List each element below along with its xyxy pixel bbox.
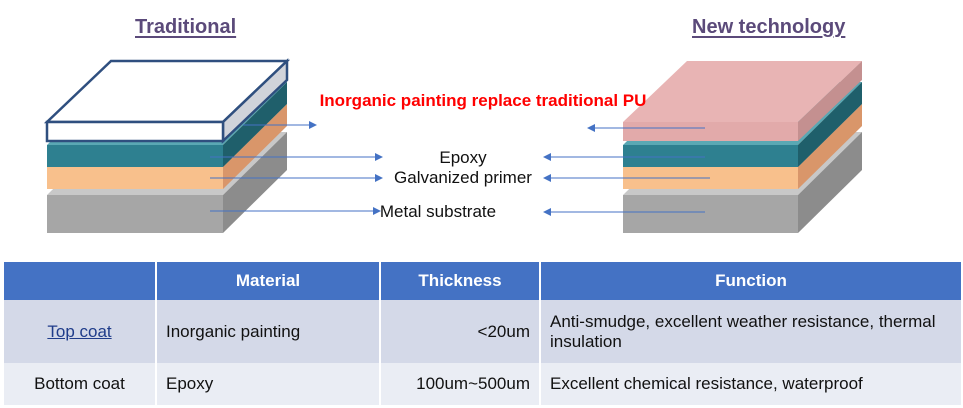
header-empty <box>4 262 157 300</box>
header-function: Function <box>540 262 963 300</box>
header-material: Material <box>156 262 381 300</box>
metal-substrate-label: Metal substrate <box>379 202 497 221</box>
epoxy-label: Epoxy <box>439 148 487 167</box>
function-cell: Anti-smudge, excellent weather resistanc… <box>540 300 963 363</box>
table-row: Bottom coat Epoxy 100um~500um Excellent … <box>4 363 963 405</box>
new-inorganic-top-coat <box>623 61 862 141</box>
new-technology-heading: New technology <box>692 16 846 38</box>
coating-comparison-table: Material Thickness Function Top coat Ino… <box>4 262 963 405</box>
material-cell: Epoxy <box>156 363 381 405</box>
new-technology-stack <box>623 61 862 233</box>
thickness-cell: 100um~500um <box>380 363 541 405</box>
header-thickness: Thickness <box>380 262 541 300</box>
traditional-pu-top-coat <box>43 58 291 144</box>
replacement-annotation: Inorganic painting replace traditional P… <box>319 91 647 110</box>
table-header-row: Material Thickness Function <box>4 262 963 300</box>
material-cell: Inorganic painting <box>156 300 381 363</box>
traditional-stack <box>43 58 291 233</box>
traditional-heading: Traditional <box>135 16 237 38</box>
thickness-cell: <20um <box>380 300 541 363</box>
top-coat-link[interactable]: Top coat <box>47 321 112 341</box>
galvanized-primer-label: Galvanized primer <box>394 168 532 187</box>
function-cell: Excellent chemical resistance, waterproo… <box>540 363 963 405</box>
table-row: Top coat Inorganic painting <20um Anti-s… <box>4 300 963 363</box>
row-label: Top coat <box>4 300 157 363</box>
row-label: Bottom coat <box>4 363 157 405</box>
layer-stack-diagram <box>43 58 862 233</box>
